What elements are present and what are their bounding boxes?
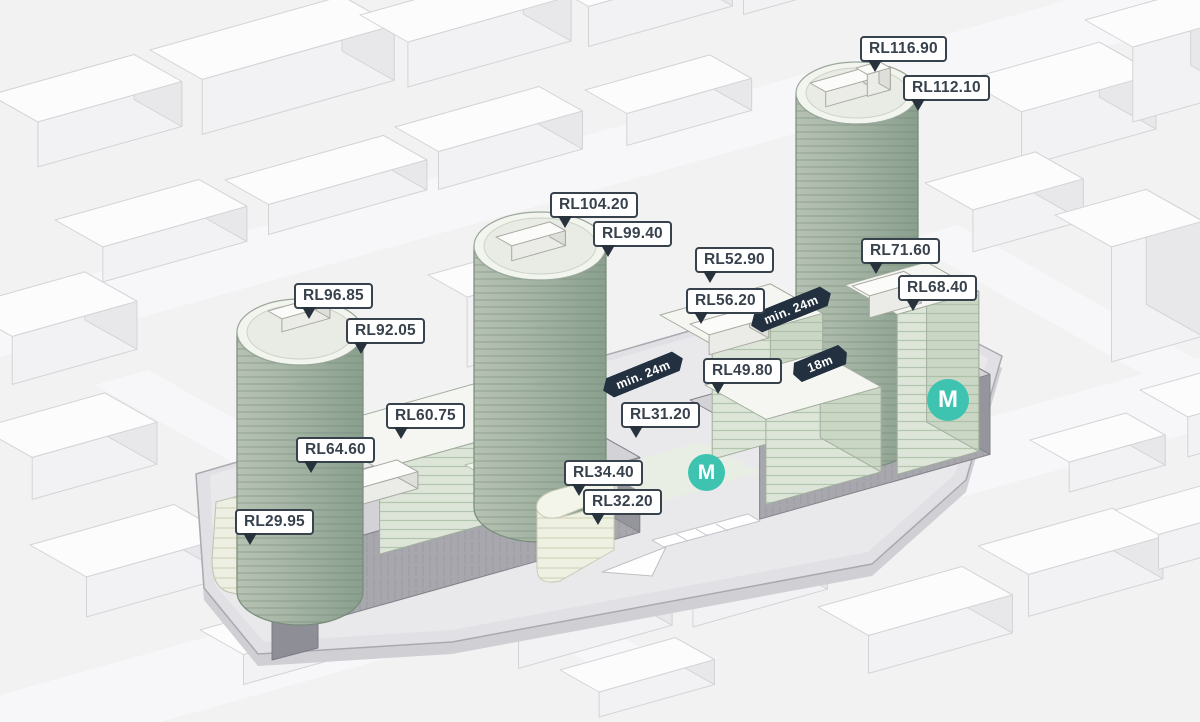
rl-marker-text: RL52.90 (704, 251, 765, 268)
rl-marker-text: RL60.75 (395, 407, 456, 424)
context-building (559, 637, 715, 693)
marker-pointer-icon (558, 216, 572, 228)
rl-marker-text: RL99.40 (602, 225, 663, 242)
context-building (1054, 188, 1200, 248)
marker-pointer-icon (354, 342, 368, 354)
rl-marker-text: RL56.20 (695, 292, 756, 309)
rl-marker-71-60: RL71.60 (861, 238, 940, 274)
context-building (817, 566, 1013, 636)
marker-pointer-icon (869, 262, 883, 274)
marker-pointer-icon (572, 484, 586, 496)
rl-marker-text: RL49.80 (712, 362, 773, 379)
tower-a (236, 298, 364, 626)
tower-b-plant-room (495, 221, 566, 247)
context-building (1114, 485, 1200, 535)
rl-marker-96-85: RL96.85 (294, 283, 373, 319)
rl-marker-31-20: RL31.20 (621, 402, 700, 438)
plaza-steps (651, 513, 761, 548)
context-building (1029, 412, 1166, 463)
rl-marker-29-95: RL29.95 (235, 509, 314, 545)
context-building (522, 0, 572, 42)
context-building (584, 54, 753, 114)
plaza-step-lines (675, 523, 729, 542)
rl-marker-text: RL34.40 (573, 464, 634, 481)
rl-marker-text: RL92.05 (355, 322, 416, 339)
rl-marker-116-90: RL116.90 (860, 36, 947, 72)
rl-marker-text: RL64.60 (305, 441, 366, 458)
tower-a-ribs (237, 332, 363, 625)
rl-marker-68-40: RL68.40 (898, 275, 977, 311)
rl-marker-text: RL116.90 (869, 40, 938, 57)
context-building (0, 271, 138, 337)
rl-marker-52-90: RL52.90 (695, 247, 774, 283)
metro-station-badge-east: M (927, 379, 969, 421)
marker-pointer-icon (906, 299, 920, 311)
rl-marker-92-05: RL92.05 (346, 318, 425, 354)
rl-marker-text: RL96.85 (303, 287, 364, 304)
rl-marker-text: RL104.20 (559, 196, 629, 213)
rl-marker-text: RL112.10 (912, 79, 981, 96)
marker-pointer-icon (302, 307, 316, 319)
context-building (743, 0, 797, 15)
plaza-ramp (601, 546, 667, 577)
marker-pointer-icon (304, 461, 318, 473)
marker-pointer-icon (394, 427, 408, 439)
rl-marker-99-40: RL99.40 (593, 221, 672, 257)
context-building (720, 0, 733, 7)
rl-marker-text: RL32.20 (592, 493, 653, 510)
metro-station-badge-center: M (688, 454, 725, 491)
rl-marker-text: RL29.95 (244, 513, 305, 530)
rl-marker-text: RL31.20 (630, 406, 691, 423)
rl-marker-32-20: RL32.20 (583, 489, 662, 525)
context-building (1132, 27, 1200, 123)
marker-pointer-icon (694, 312, 708, 324)
marker-pointer-icon (629, 426, 643, 438)
context-building (1158, 522, 1200, 570)
rl-marker-64-60: RL64.60 (296, 437, 375, 473)
context-building (394, 86, 583, 152)
setback-banner-min24-center: min. 24m (599, 349, 687, 401)
context-building (1187, 412, 1200, 458)
context-building (359, 0, 559, 43)
rl-marker-text: RL71.60 (870, 242, 931, 259)
rl-marker-text: RL68.40 (907, 279, 968, 296)
context-building (54, 179, 248, 248)
context-building (224, 134, 428, 205)
context-building (0, 54, 183, 123)
marker-pointer-icon (591, 513, 605, 525)
context-building (1084, 0, 1200, 48)
rl-marker-34-40: RL34.40 (564, 460, 643, 496)
setback-banner-18m: 18m (789, 343, 851, 384)
marker-pointer-icon (243, 533, 257, 545)
context-building (924, 151, 1084, 211)
marker-pointer-icon (911, 99, 925, 111)
marker-pointer-icon (868, 60, 882, 72)
marker-pointer-icon (703, 271, 717, 283)
context-building (575, 0, 614, 7)
rl-marker-112-10: RL112.10 (903, 75, 990, 111)
context-building (1139, 372, 1200, 418)
rl-marker-60-75: RL60.75 (386, 403, 465, 439)
rl-marker-56-20: RL56.20 (686, 288, 765, 324)
rl-marker-49-80: RL49.80 (703, 358, 782, 394)
context-building (0, 392, 158, 458)
marker-pointer-icon (711, 382, 725, 394)
marker-pointer-icon (601, 245, 615, 257)
rl-marker-104-20: RL104.20 (550, 192, 638, 228)
